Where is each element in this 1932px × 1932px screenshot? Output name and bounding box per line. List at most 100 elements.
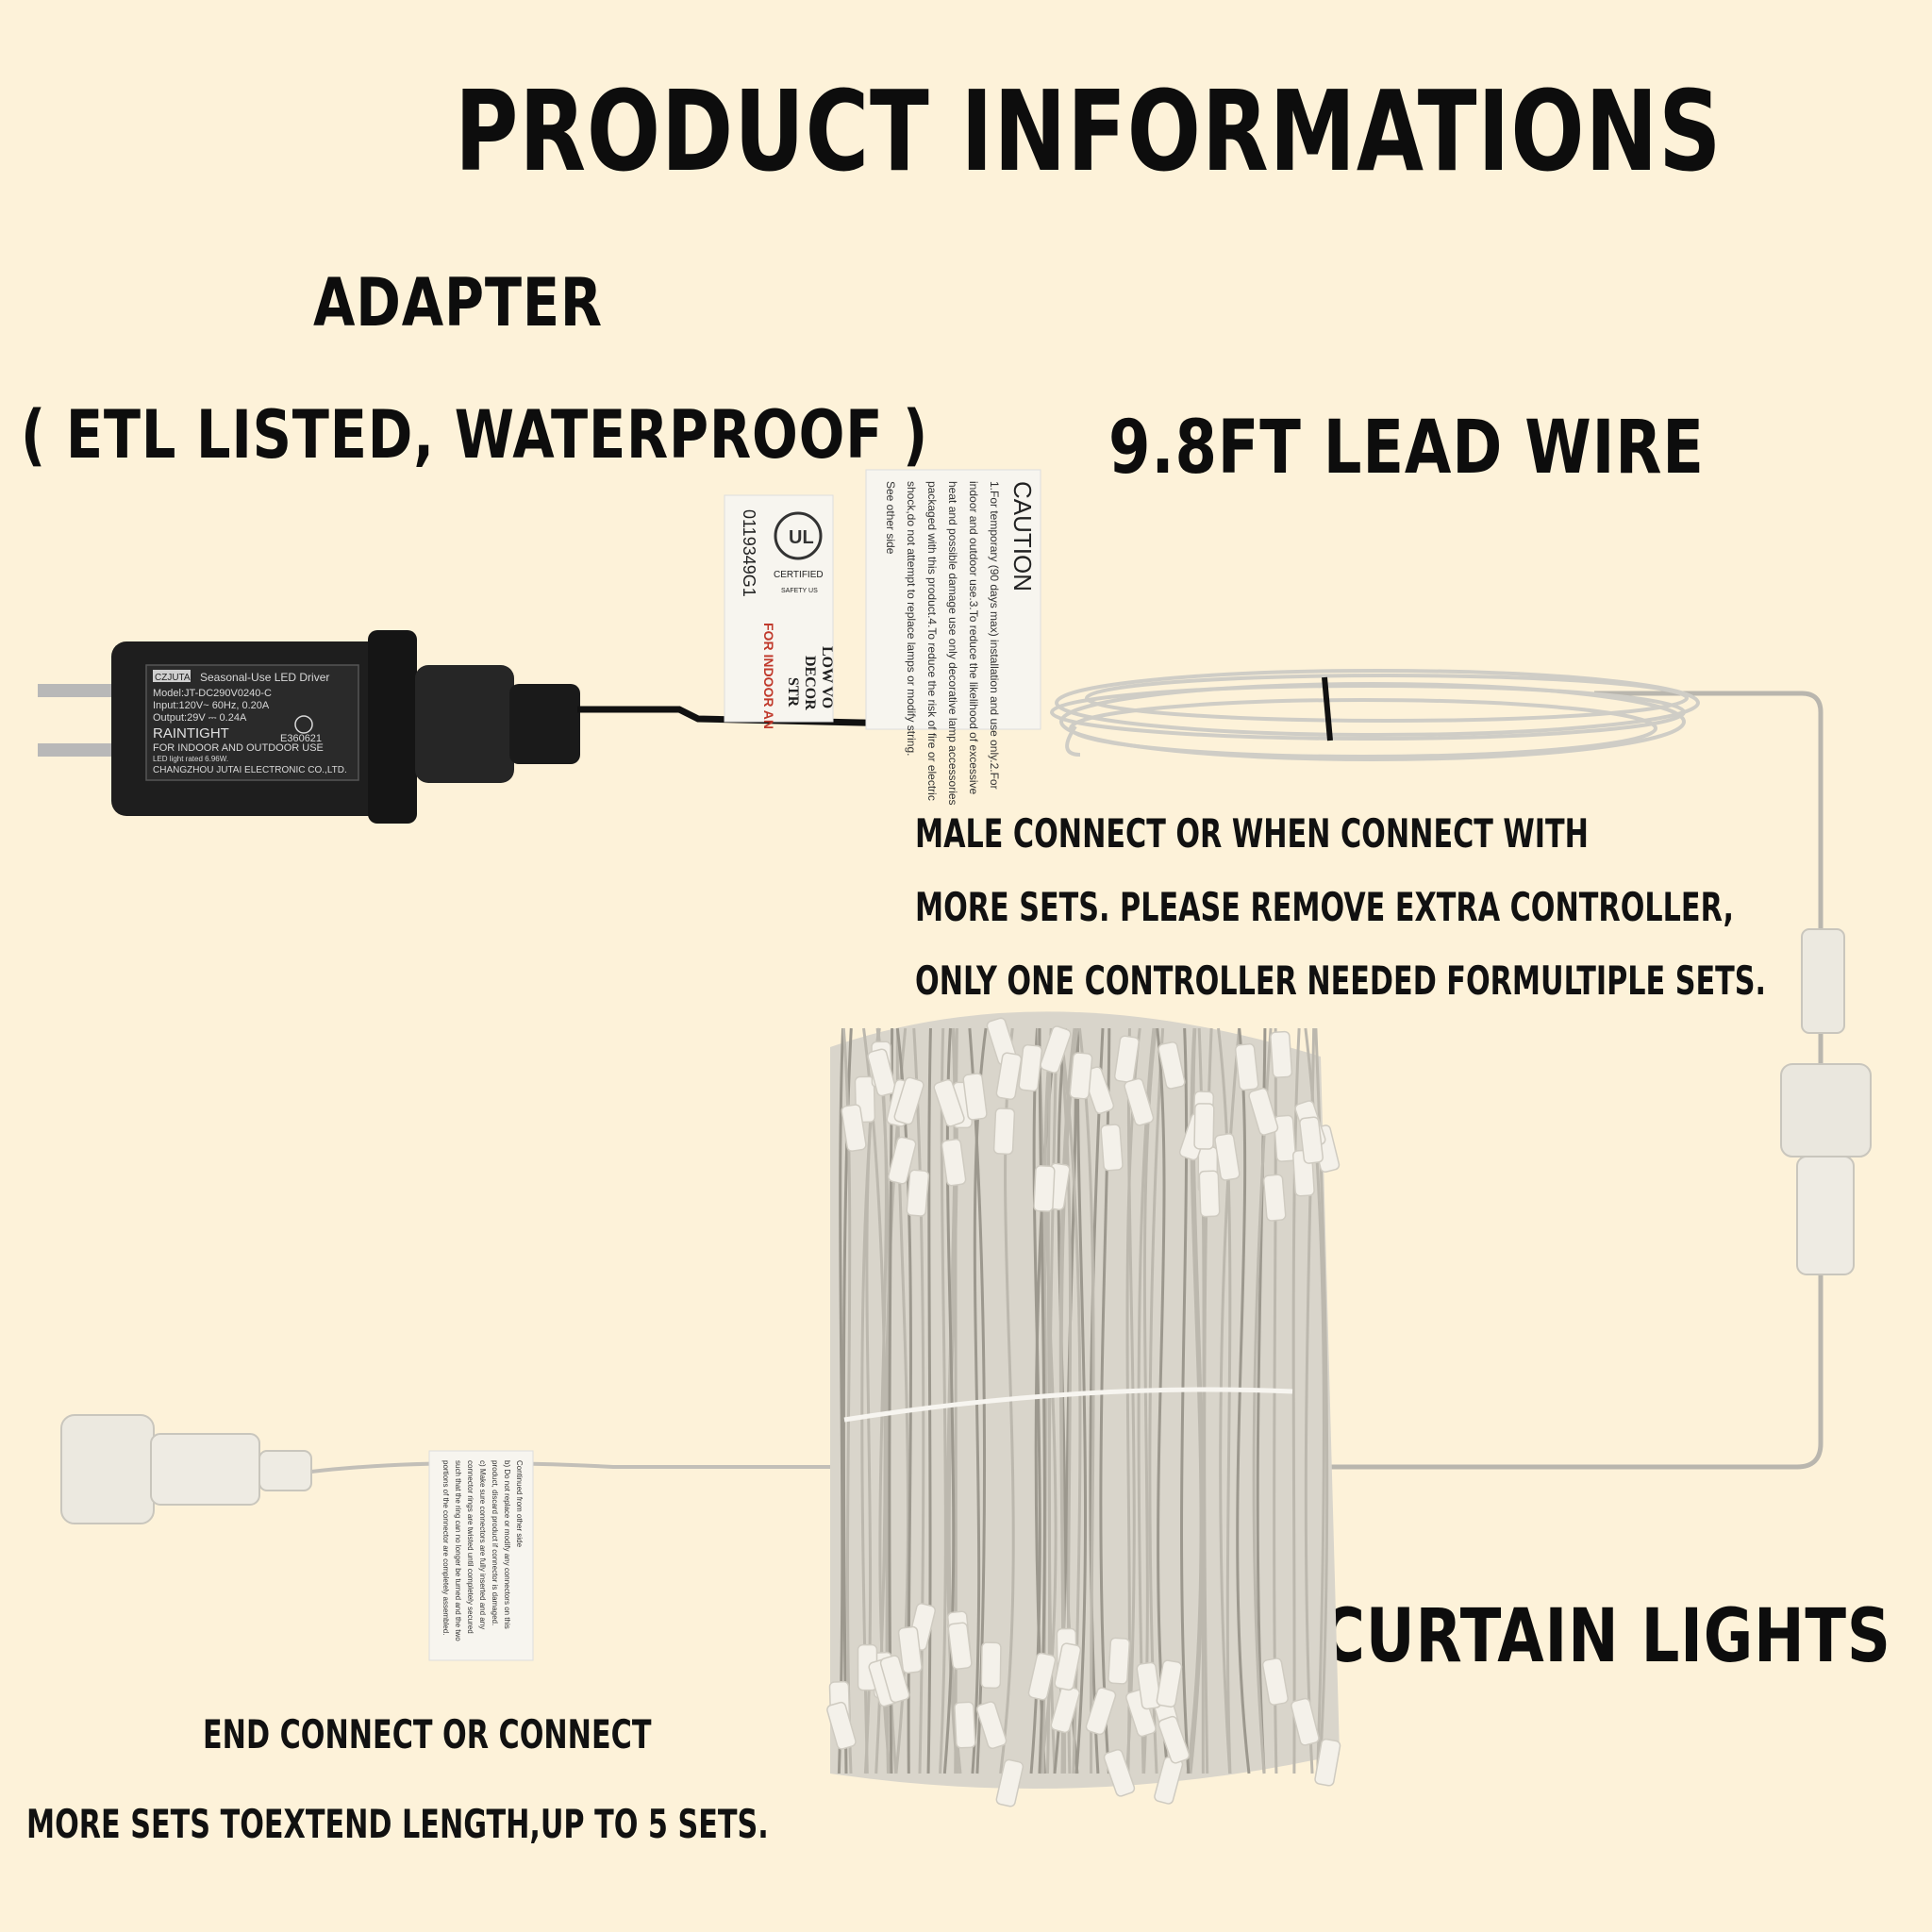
led-bulb-icon: [867, 1048, 897, 1097]
wire-strand: [1219, 1027, 1241, 1774]
male-connector-icon: [1780, 928, 1872, 1275]
led-bulb-icon: [954, 1701, 976, 1749]
led-bulb-icon: [1054, 1642, 1082, 1691]
led-bulb-icon: [1291, 1697, 1320, 1746]
end-connect-note-line1: END CONNECT OR CONNECT: [203, 1711, 652, 1757]
adapter-brand: CZJUTAI: [155, 673, 192, 683]
curtain-lights-bundle: [826, 1011, 1341, 1807]
led-bulb-icon: [897, 1625, 923, 1674]
end-tag-line: such that the ring can no longer be turn…: [454, 1460, 462, 1641]
led-bulb-icon: [1027, 1652, 1057, 1701]
wire-strand: [1148, 1027, 1165, 1774]
curtain-lights-heading: CURTAIN LIGHTS: [1321, 1594, 1891, 1679]
wire-strand: [926, 1027, 932, 1774]
wire-strand: [1077, 1027, 1095, 1774]
caution-tag: CAUTION 1.For temporary (90 days max) in…: [865, 469, 1041, 806]
wire-strand: [1074, 1027, 1088, 1774]
led-bulb-icon: [1136, 1661, 1162, 1710]
str-text: STR: [785, 677, 801, 708]
wire-strand: [837, 1027, 845, 1774]
led-bulb-icon: [893, 1076, 924, 1125]
wire-strand: [1180, 1027, 1191, 1774]
led-bulb-icon: [1198, 1170, 1221, 1218]
end-tag-line: portions of the connector are completely…: [441, 1460, 450, 1635]
led-bulb-icon: [1261, 1657, 1289, 1706]
end-warning-tag: Continued from other side b) Do not repla…: [428, 1450, 534, 1661]
led-bulb-icon: [1299, 1116, 1324, 1164]
led-bulb-icon: [826, 1701, 857, 1750]
led-bulb-icon: [1124, 1077, 1155, 1126]
ul-logo-icon: [774, 511, 823, 560]
led-bulb-icon: [933, 1078, 965, 1127]
wire-strand: [1089, 1027, 1105, 1774]
male-note-line: MALE CONNECT OR WHEN CONNECT WITH: [915, 810, 1589, 857]
ul-safety: SAFETY US: [781, 588, 818, 594]
led-bulb-icon: [980, 1641, 1002, 1690]
male-connect-note: MALE CONNECT OR WHEN CONNECT WITH MORE S…: [915, 797, 1766, 1018]
led-bulb-icon: [995, 1052, 1023, 1101]
led-bulb-icon: [962, 1073, 988, 1121]
led-bulb-icon: [887, 1136, 917, 1185]
led-bulb-icon: [906, 1169, 930, 1217]
caution-text-block: 1.For temporary (90 days max) installati…: [884, 481, 1001, 806]
led-bulb-icon: [1103, 1748, 1136, 1797]
end-connect-note-line2: MORE SETS TOEXTEND LENGTH,UP TO 5 SETS.: [26, 1801, 769, 1847]
caution-line: 1.For temporary (90 days max) installati…: [988, 481, 1001, 790]
wire-strand: [1099, 1027, 1111, 1774]
led-bulb-icon: [975, 1701, 1008, 1750]
led-bulb-icon: [1273, 1114, 1297, 1162]
wire-strand: [939, 1027, 947, 1774]
male-note-line: MORE SETS. PLEASE REMOVE EXTRA CONTROLLE…: [915, 884, 1734, 930]
caution-line: See other side: [884, 481, 897, 555]
end-tag-line: c) Make sure connectors are fully insert…: [478, 1460, 487, 1629]
wire-strand: [1291, 1027, 1301, 1774]
wire-strand: [1236, 1027, 1251, 1774]
svg-text:UL: UL: [789, 527, 814, 548]
end-tag-line: b) Do not replace or modify any connecto…: [503, 1460, 511, 1629]
end-tag-line: product, discard product if connector is…: [491, 1460, 499, 1625]
lead-wire-coil: [1050, 669, 1700, 761]
led-bulb-icon: [1040, 1025, 1072, 1074]
adapter-input: Input:120V~ 60Hz, 0.20A: [153, 700, 270, 711]
end-tag-text-block: Continued from other side b) Do not repla…: [441, 1460, 524, 1641]
led-bulb-icon: [1314, 1738, 1341, 1787]
adapter-rating: RAINTIGHT: [153, 725, 229, 741]
page-title: PRODUCT INFORMATIONS: [455, 66, 1723, 196]
female-connector-icon: [60, 1414, 312, 1524]
led-bulb-icon: [1234, 1042, 1259, 1091]
male-note-line: ONLY ONE CONTROLLER NEEDED FORMULTIPLE S…: [915, 958, 1767, 1004]
wire-strand: [1156, 1027, 1170, 1774]
end-tag-line: connector rings are twisted until comple…: [466, 1460, 475, 1634]
led-bulb-icon: [947, 1622, 973, 1670]
adapter-heading: ADAPTER: [313, 264, 603, 341]
wire-strand: [912, 1027, 925, 1774]
etl-mark-icon: [294, 715, 313, 734]
led-bulb-icon: [941, 1138, 967, 1187]
wire-strand: [1125, 1027, 1136, 1774]
led-bulb-icon: [1248, 1088, 1279, 1136]
led-bulb-icon: [1069, 1052, 1093, 1100]
ul-number: 0119349G1: [740, 509, 758, 597]
led-bulb-icon: [1270, 1030, 1293, 1078]
end-tag-line: Continued from other side: [515, 1460, 524, 1548]
led-bulb-icon: [1033, 1164, 1056, 1212]
led-bulb-icon: [1113, 1035, 1140, 1084]
led-bulb-icon: [1214, 1133, 1241, 1181]
ul-certified: CERTIFIED: [774, 570, 824, 580]
wire-strand: [1314, 1027, 1329, 1774]
bundle-tie: [843, 1387, 1293, 1423]
adapter-model: Model:JT-DC290V0240-C: [153, 688, 272, 699]
wire-strand: [1125, 1027, 1141, 1774]
ul-tag: 0119349G1 UL CERTIFIED SAFETY US LOW VO …: [724, 494, 835, 729]
caution-line: shock,do not attempt to replace lamps or…: [905, 481, 918, 756]
end-wire: [310, 1461, 849, 1474]
adapter-subheading: ( ETL LISTED, WATERPROOF ): [21, 396, 929, 474]
adapter-maker: CHANGZHOU JUTAI ELECTRONIC CO.,LTD.: [153, 765, 347, 775]
led-bulb-icon: [1193, 1103, 1215, 1150]
indoor-text: FOR INDOOR AN: [761, 623, 776, 729]
caution-line: packaged with this product.4.To reduce t…: [925, 481, 939, 801]
caution-line: heat and possible damage use only decora…: [946, 481, 959, 806]
low-voltage-text: LOW VO: [819, 646, 835, 708]
led-bulb-icon: [1100, 1124, 1124, 1172]
